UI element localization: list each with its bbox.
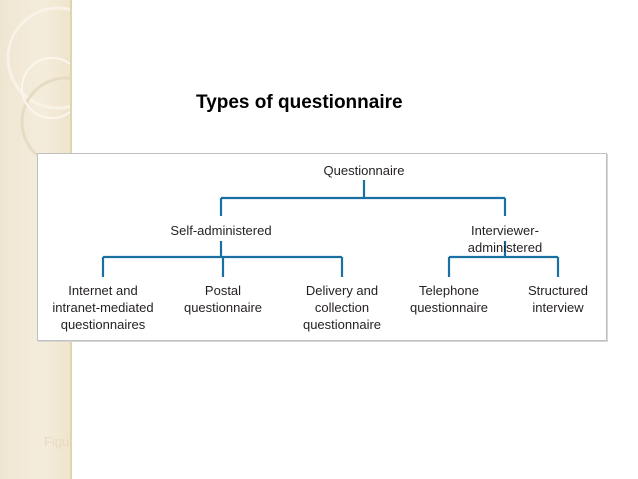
slide-title: Types of questionnaire bbox=[196, 92, 403, 113]
leaf-internet-intranet: Internet and intranet-mediated questionn… bbox=[52, 283, 154, 332]
leaf-telephone: Telephone questionnaire bbox=[409, 283, 489, 315]
slide-caption: Figu bbox=[44, 434, 70, 449]
leaf-structured-interview: Structured interview bbox=[528, 283, 588, 315]
tree-connectors bbox=[101, 180, 560, 277]
questionnaire-tree-diagram: Questionnaire Self-administered Intervie… bbox=[37, 153, 607, 341]
root-node: Questionnaire bbox=[323, 163, 405, 178]
branch-self-administered: Self-administered bbox=[170, 223, 272, 238]
branch-interviewer-administered: Interviewer-administered bbox=[467, 223, 543, 255]
leaf-delivery-collection: Delivery and collection questionnaire bbox=[302, 283, 382, 332]
leaf-postal: Postal questionnaire bbox=[183, 283, 263, 315]
